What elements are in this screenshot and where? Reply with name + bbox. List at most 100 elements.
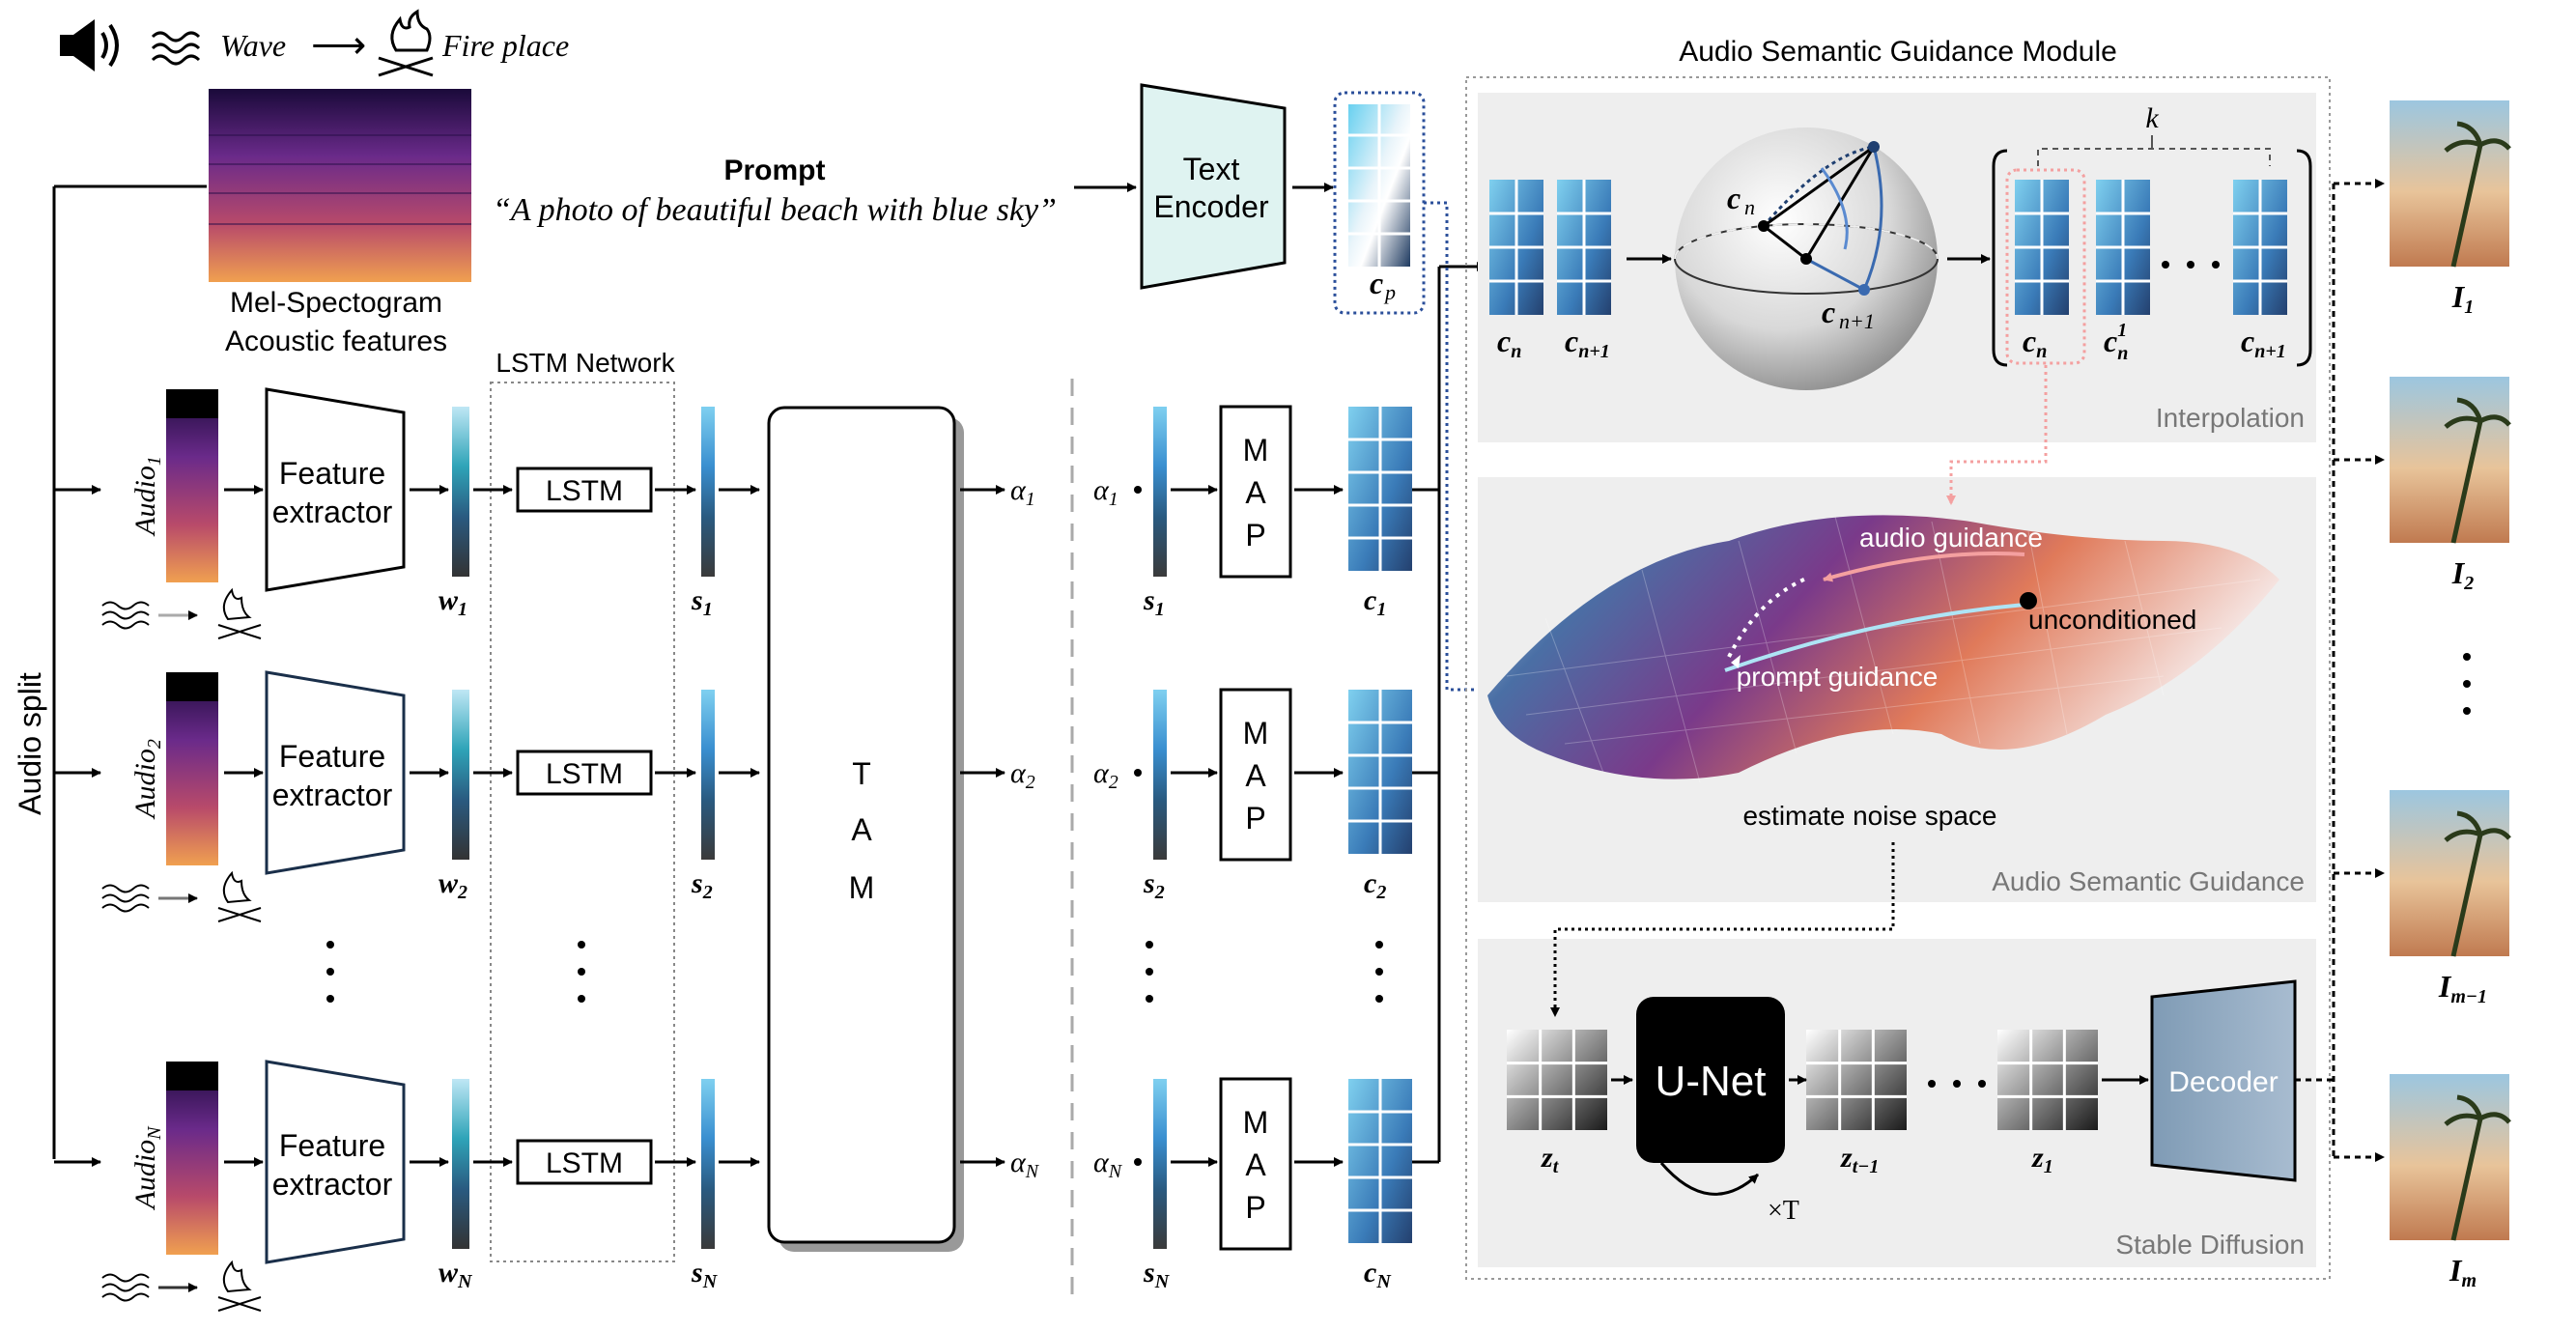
times-t-label: ×T [1768,1196,1799,1226]
c-label: c1 [1364,584,1386,620]
unet-label: U-Net [1656,1058,1767,1105]
unet-loop [1659,1162,1760,1196]
header-wave: Wave [220,28,286,63]
interp-sub: n [2036,341,2047,362]
tam-a: A [851,812,872,847]
w-sub: 2 [457,882,467,903]
prompt-title: Prompt [724,155,826,186]
output-sub: 1 [2464,297,2474,318]
interp-sub: n+1 [2254,341,2286,362]
lstm-label: LSTM [546,475,623,507]
header-arrow: ⟶ [311,23,366,67]
asgm-title: Audio Semantic Guidance Module [1679,36,2117,68]
audio-label: AudioN [129,1125,165,1211]
interpolation-label: Interpolation [2156,403,2305,433]
output-label: I2 [2451,555,2474,594]
mel-subtitle: Acoustic features [225,326,447,357]
cp-embedding [1348,104,1410,267]
audio-guidance-label: audio guidance [1859,523,2043,552]
bracket-left [1992,149,2008,367]
feature-extractor-label-1: Feature [279,739,385,774]
tam-m: M [849,870,875,905]
text-encoder-label-1: Text [1183,152,1240,186]
sphere-cn-sub: n [1744,195,1755,219]
dot-operator [1134,1158,1142,1166]
alpha-sub-right: 1 [1109,489,1118,510]
mel-title: Mel-Spectogram [230,287,442,319]
latent-grid [1507,1030,1607,1130]
text-encoder-label-2: Encoder [1153,189,1269,224]
sd-ellipsis [1928,1080,1986,1088]
audio-sub: 1 [144,456,165,466]
latent-grid [1997,1030,2098,1130]
map-box [1219,1077,1292,1251]
s-label-right: s1 [1143,584,1165,620]
s-vector-right [1153,1079,1167,1249]
c-sub: 1 [1376,599,1386,620]
alpha-label-right: αN [1093,1147,1123,1182]
c-label: c2 [1364,867,1386,903]
s-label: s1 [691,584,713,620]
unet-box [1636,997,1785,1163]
alpha-sub-right: N [1108,1161,1123,1182]
sphere-cn: c [1727,181,1741,215]
sphere-cn1: c [1822,295,1835,329]
w-vector [452,1079,469,1249]
wave-to-fire-icon [101,587,262,639]
k-bracket [2037,148,2271,166]
interp-sub: n [1511,341,1521,362]
output-sub: m−1 [2450,986,2487,1007]
s-label: s2 [691,867,713,903]
fireplace-icon [378,9,434,77]
map-m: M [1243,1105,1269,1140]
w-label: w1 [439,584,467,620]
s-vector-right [1153,407,1167,577]
lstm-box [516,750,653,796]
alpha-label: αN [1010,1147,1040,1182]
feature-extractor-label-2: extractor [272,495,393,529]
interp-ellipsis [2162,261,2220,269]
interp-embedding [1489,180,1543,315]
cp-label: c [1370,266,1383,300]
wave-icon [151,31,201,66]
c-sub: 2 [1375,882,1386,903]
map-p: P [1245,518,1265,552]
lstm-network-box [490,382,675,1262]
s-sub-right: N [1154,1271,1171,1292]
cp-subscript: p [1383,280,1396,304]
s-label-right: sN [1143,1257,1171,1292]
s-sub: N [702,1271,719,1292]
interp-embedding [1557,180,1611,315]
s-sub: 2 [702,882,713,903]
dot-operator [1134,769,1142,777]
s-label: sN [691,1257,719,1292]
dot-operator [1134,486,1142,494]
interp-embedding [2233,180,2287,315]
estimate-link [1550,842,1895,1017]
feature-extractor-label-2: extractor [272,778,393,812]
ellipsis-dots [326,653,2471,1003]
s-sub-right: 2 [1154,882,1165,903]
alpha-label: α1 [1010,474,1035,510]
decoder-label: Decoder [2168,1066,2278,1098]
c-label: cN [1364,1257,1392,1292]
map-box [1219,688,1292,862]
map-m: M [1243,433,1269,467]
mel-spectrogram-image [209,89,471,282]
output-image [2390,377,2511,544]
feature-extractor-box [265,1060,406,1264]
latent-grid [1806,1030,1907,1130]
interp-sub: n [2117,343,2128,364]
latent-sub: t−1 [1853,1156,1880,1177]
map-p: P [1245,1190,1265,1225]
lstm-box [516,467,653,513]
s-vector [701,690,715,860]
audio-label: Audio1 [129,456,165,537]
speaker-icon [60,19,119,71]
tam-box [767,406,956,1244]
output-sub: m [2461,1270,2477,1291]
audio-spectrogram [166,672,218,865]
